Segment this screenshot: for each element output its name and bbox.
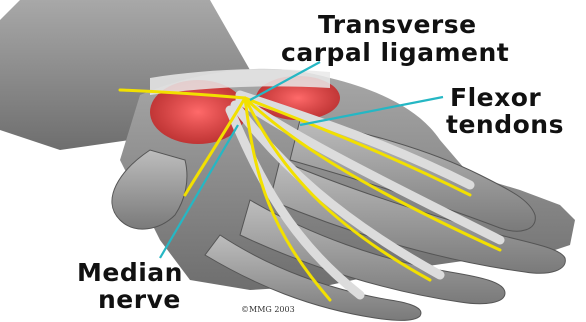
flexor-tendons-label-line1: Flexor — [450, 85, 541, 110]
median-nerve-label-line1: Median — [77, 260, 183, 285]
median-nerve-label-line2: nerve — [98, 287, 181, 312]
transverse-carpal-ligament-label-line1: Transverse — [318, 12, 477, 37]
copyright-notice: ©MMG 2003 — [241, 306, 295, 314]
transverse-carpal-ligament-label-line2: carpal ligament — [281, 40, 509, 65]
flexor-tendons-label-line2: tendons — [446, 112, 564, 137]
